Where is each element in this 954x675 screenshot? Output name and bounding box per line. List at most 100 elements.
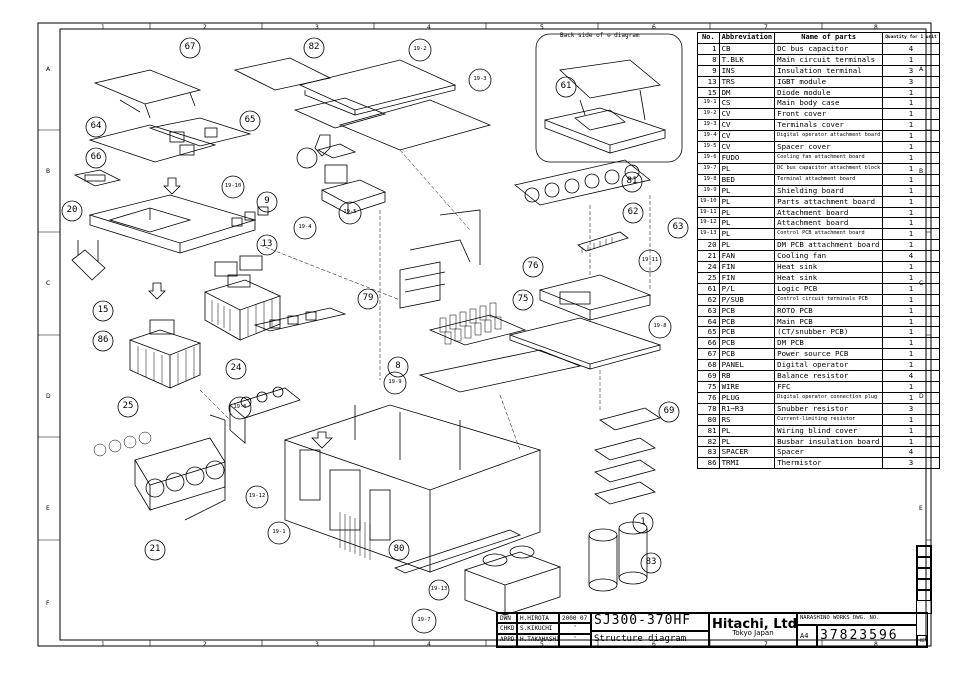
part-quantity: 1 bbox=[882, 86, 940, 99]
part-abbreviation: DM bbox=[718, 86, 776, 99]
callout-19-4: 19-4 bbox=[298, 224, 312, 230]
part-abbreviation: FAN bbox=[718, 250, 776, 263]
part-number: 80 bbox=[697, 413, 720, 426]
part-name: ROTO PCB bbox=[774, 304, 884, 317]
callout-19-3: 19-3 bbox=[473, 76, 487, 82]
part-quantity: 1 bbox=[882, 119, 940, 132]
part-abbreviation: P/L bbox=[718, 282, 776, 295]
grid-col-1-bottom: 1 bbox=[101, 641, 105, 648]
part-name: Main PCB bbox=[774, 315, 884, 328]
callout-25: 25 bbox=[122, 401, 134, 411]
part-number: 9 bbox=[697, 64, 720, 77]
callout-8: 8 bbox=[395, 361, 401, 371]
part-name: Cooling fan attachment board bbox=[774, 151, 884, 164]
callout-69: 69 bbox=[663, 406, 675, 416]
part-name: Attachment board bbox=[774, 217, 884, 230]
part-abbreviation: PCB bbox=[718, 337, 776, 350]
revision-label: REV bbox=[917, 635, 927, 647]
part-abbreviation: PL bbox=[718, 228, 776, 241]
header-no: No. bbox=[697, 32, 720, 44]
part-number: 19-9 bbox=[697, 184, 720, 197]
part-abbreviation: BED bbox=[718, 173, 776, 186]
callout-19-5: 19-5 bbox=[343, 209, 357, 215]
appd-label: APPD bbox=[497, 634, 517, 647]
chkd-name: S.KIKUCHI bbox=[517, 623, 559, 634]
header-abbreviation: Abbreviation bbox=[718, 32, 776, 44]
part-number: 66 bbox=[697, 337, 720, 350]
drawing-title: Structure diagram bbox=[591, 631, 709, 647]
part-quantity: 1 bbox=[882, 217, 940, 230]
company-block: Hitachi, Ltd. Tokyo Japan bbox=[709, 613, 797, 647]
part-quantity: 1 bbox=[882, 413, 940, 426]
appd-name: H.TAKAHASHI bbox=[517, 634, 559, 647]
part-quantity: 1 bbox=[882, 173, 940, 186]
rev-row bbox=[917, 590, 931, 601]
part-name: Digital operator attachment board bbox=[774, 130, 884, 143]
part-name: Power source PCB bbox=[774, 348, 884, 361]
part-number: 15 bbox=[697, 86, 720, 99]
part-name: Front cover bbox=[774, 108, 884, 121]
part-quantity: 1 bbox=[882, 141, 940, 153]
part-number: 86 bbox=[697, 457, 720, 470]
part-name: Control PCB attachment board bbox=[774, 228, 884, 241]
revision-grid bbox=[916, 545, 932, 614]
callout-15: 15 bbox=[97, 305, 109, 315]
part-number: 83 bbox=[697, 446, 720, 459]
part-number: 20 bbox=[697, 239, 720, 252]
callout-66: 66 bbox=[90, 152, 102, 162]
part-number: 76 bbox=[697, 391, 720, 404]
part-abbreviation: SPACER bbox=[718, 446, 776, 459]
part-quantity: 1 bbox=[882, 97, 940, 110]
part-abbreviation: RS bbox=[718, 413, 776, 426]
callout-75: 75 bbox=[517, 294, 529, 304]
callout-64: 64 bbox=[90, 121, 102, 131]
grid-col-5: 5 bbox=[540, 24, 544, 31]
callout-19-2: 19-2 bbox=[413, 46, 427, 52]
chkd-label: CHKD bbox=[497, 623, 517, 634]
part-quantity: 1 bbox=[882, 151, 940, 164]
part-name: Busbar insulation board bbox=[774, 435, 884, 448]
part-number: 19-4 bbox=[697, 130, 720, 143]
callout-19-1: 19-1 bbox=[272, 529, 286, 535]
part-abbreviation: PANEL bbox=[718, 359, 776, 372]
callout-61: 61 bbox=[560, 81, 572, 91]
part-quantity: 1 bbox=[882, 348, 940, 361]
part-abbreviation: PL bbox=[718, 195, 776, 208]
part-number: 21 bbox=[697, 250, 720, 263]
grid-col-3-bottom: 3 bbox=[315, 641, 319, 648]
works-label: NARASHINO WORKS DWG. NO. bbox=[797, 613, 917, 625]
rev-row bbox=[917, 579, 931, 590]
part-quantity: 1 bbox=[882, 381, 940, 393]
part-quantity: 3 bbox=[882, 75, 940, 88]
part-number: 8 bbox=[697, 53, 720, 66]
title-block: DWN H.HIROTA 2000 07 14 CHKD S.KIKUCHI ″… bbox=[496, 612, 928, 648]
part-abbreviation: FIN bbox=[718, 271, 776, 284]
grid-row-e-right: E bbox=[919, 505, 923, 512]
part-abbreviation: PL bbox=[718, 162, 776, 175]
part-abbreviation: CV bbox=[718, 130, 776, 143]
part-number: 1 bbox=[697, 42, 720, 55]
part-number: 69 bbox=[697, 370, 720, 382]
part-name: Parts attachment board bbox=[774, 195, 884, 208]
part-abbreviation: PL bbox=[718, 217, 776, 230]
drawing-number: 37823596 bbox=[817, 625, 917, 647]
part-abbreviation: WIRE bbox=[718, 381, 776, 393]
callout-82: 82 bbox=[308, 42, 320, 52]
grid-col-4: 4 bbox=[427, 24, 431, 31]
part-abbreviation: CB bbox=[718, 42, 776, 55]
